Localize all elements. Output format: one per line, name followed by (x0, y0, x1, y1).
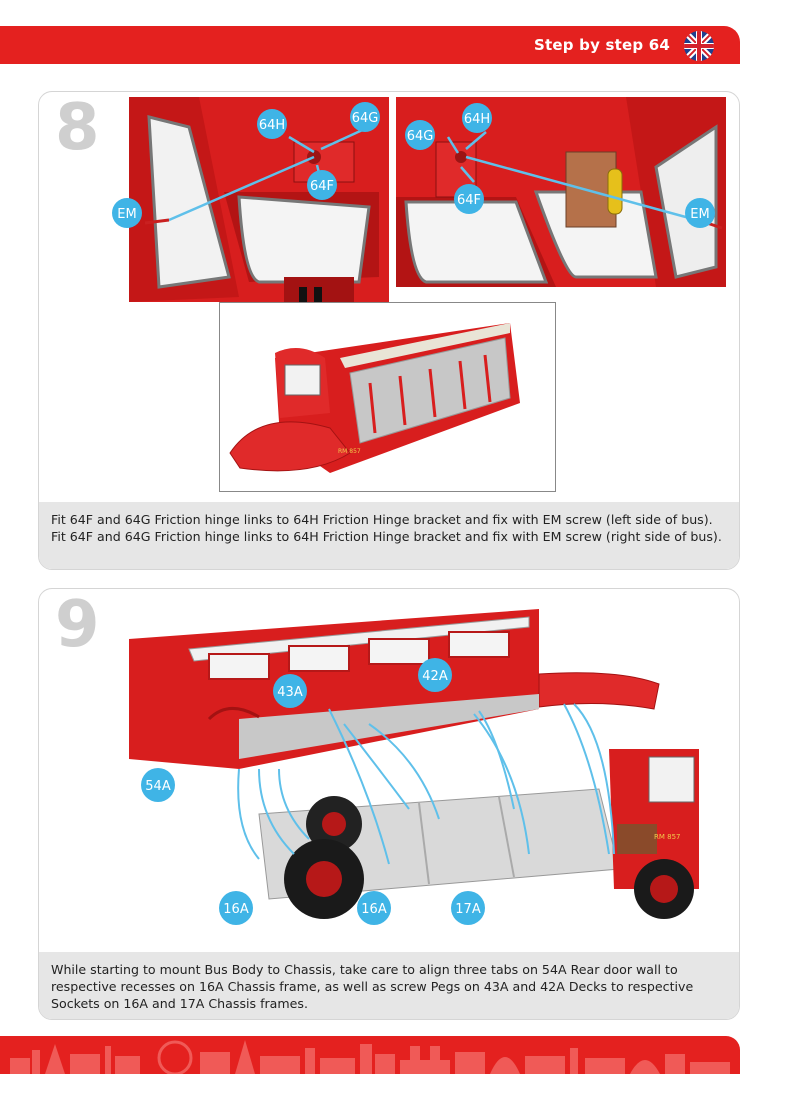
callout-17a: 17A (451, 891, 485, 929)
uk-flag-icon (684, 31, 714, 61)
step-9-caption: While starting to mount Bus Body to Chas… (39, 952, 739, 1019)
step-number: 9 (55, 593, 100, 657)
callout-label: 43A (277, 685, 303, 700)
callout-label: 64G (352, 111, 379, 126)
inset-image-frame: RM 857 (219, 302, 556, 492)
callout-64g-left: 64G (350, 102, 380, 136)
callout-label: EM (117, 207, 136, 222)
step-8-caption: Fit 64F and 64G Friction hinge links to … (39, 502, 739, 569)
callout-label: 42A (422, 669, 448, 684)
callout-label: EM (690, 207, 709, 222)
page-footer (0, 1036, 740, 1074)
callout-em-right: EM (685, 198, 715, 232)
callout-label: 16A (223, 902, 249, 917)
callout-label: 54A (145, 779, 171, 794)
callout-label: 64F (310, 179, 334, 194)
step-8-card: 8 64H 64G 64F EM (38, 91, 740, 570)
callout-em-left: EM (112, 198, 142, 232)
callout-label: 64H (464, 112, 490, 127)
callout-64h-left: 64H (257, 109, 287, 143)
callout-label: 64H (259, 118, 285, 133)
page-title: Step by step 64 (534, 36, 670, 54)
callout-label: 17A (455, 902, 481, 917)
callout-label: 64F (457, 193, 481, 208)
bus-upper-deck-illustration: RM 857 (220, 303, 555, 491)
callout-16a-left: 16A (219, 891, 253, 929)
london-skyline-icon (0, 1036, 740, 1074)
step-9-card: 9 RM 857 (38, 588, 740, 1020)
callout-54a: 54A (141, 768, 175, 806)
page-header: Step by step 64 (0, 26, 740, 64)
callout-42a: 42A (418, 658, 452, 696)
callout-label: 16A (361, 902, 387, 917)
inset-plate: RM 857 (338, 448, 361, 455)
cab-plate: RM 857 (654, 833, 681, 841)
bus-body-chassis-illustration: RM 857 (119, 599, 734, 929)
callout-43a: 43A (273, 674, 307, 712)
callout-label: 64G (407, 129, 434, 144)
callout-64f-right: 64F (454, 184, 484, 218)
right-hinge-illustration (396, 97, 726, 287)
callout-16a-center: 16A (357, 891, 391, 929)
callout-64g-right: 64G (405, 120, 435, 154)
callout-64h-right: 64H (462, 103, 492, 137)
callout-64f-left: 64F (307, 170, 337, 204)
